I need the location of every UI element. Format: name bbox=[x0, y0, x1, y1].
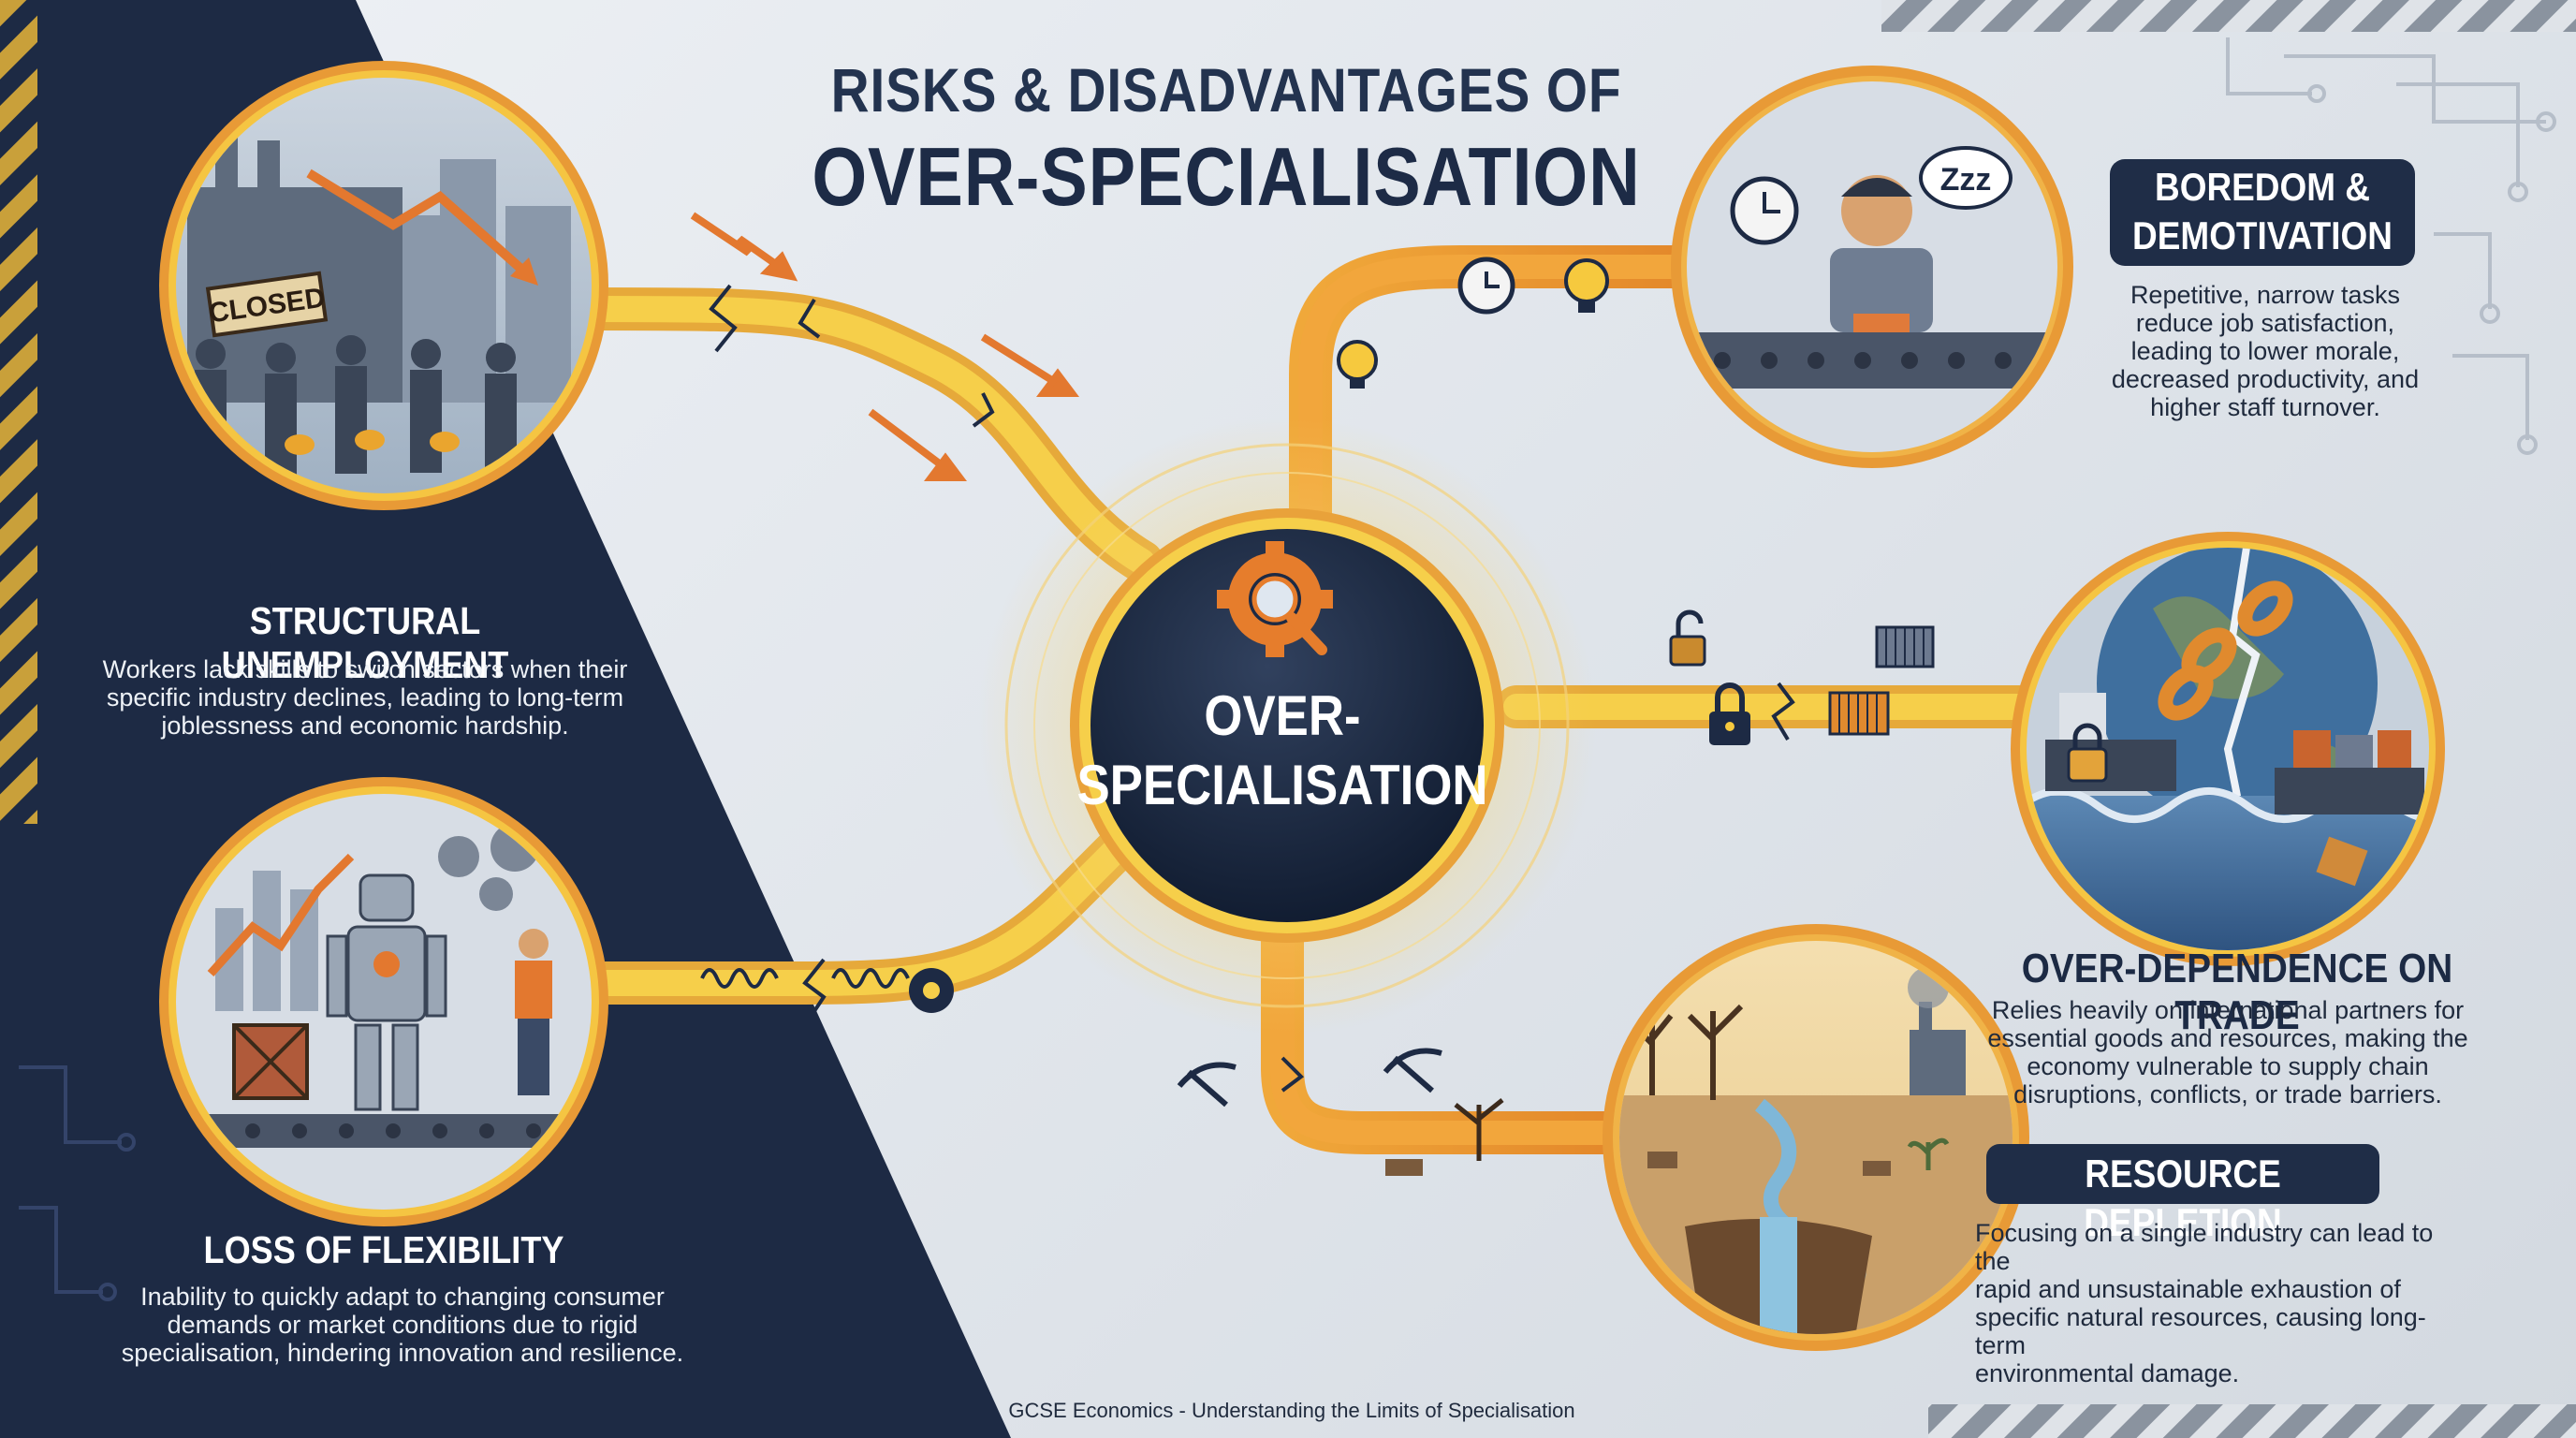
boredom-description: Repetitive, narrow tasks reduce job sati… bbox=[2087, 281, 2443, 421]
trade-dependence-illustration bbox=[2011, 532, 2445, 966]
over-dependence-heading: OVER-DEPENDENCE ON TRADE bbox=[2021, 946, 2453, 1038]
dead-tree-icon bbox=[1385, 1098, 1504, 1176]
shipping-container-icon bbox=[1875, 625, 1935, 668]
description-line: Repetitive, narrow tasks bbox=[2130, 281, 2401, 309]
description-line: Relies heavily on international partners… bbox=[1991, 996, 2465, 1024]
description-line: economy vulnerable to supply chain bbox=[2027, 1052, 2429, 1080]
gear-icon bbox=[909, 968, 954, 1013]
pipe-cracks bbox=[709, 284, 1795, 1093]
center-node-label: OVER- SPECIALISATION bbox=[1060, 682, 1504, 820]
trend-arrows bbox=[690, 212, 1079, 481]
center-label-line-2: SPECIALISATION bbox=[1076, 754, 1488, 816]
shipping-container-icon bbox=[1828, 691, 1890, 736]
pickaxe-icon bbox=[1177, 1048, 1442, 1108]
center-label-line-1: OVER- bbox=[1204, 684, 1361, 747]
circuit-lines-left bbox=[19, 1065, 136, 1301]
resource-depletion-illustration bbox=[1603, 924, 2029, 1351]
resource-depletion-description: Focusing on a single industry can lead t… bbox=[1975, 1219, 2462, 1387]
description-line: joblessness and economic hardship. bbox=[161, 712, 569, 740]
over-dependence-description: Relies heavily on international partners… bbox=[1956, 996, 2499, 1108]
boredom-heading-pill bbox=[2110, 159, 2415, 266]
spring-icon bbox=[700, 968, 910, 989]
lightbulb-icon bbox=[1337, 340, 1378, 389]
broken-chain-icon bbox=[2158, 580, 2293, 721]
lightbulb-icon bbox=[1564, 258, 1609, 313]
description-line: specific natural resources, causing long… bbox=[1975, 1303, 2426, 1359]
hazard-stripe-bottom-right bbox=[1928, 1404, 2576, 1438]
circuit-lines-right bbox=[2226, 37, 2556, 455]
resource-depletion-heading-pill bbox=[1986, 1144, 2379, 1204]
worker-figure bbox=[515, 929, 552, 1095]
resource-depletion-heading: RESOURCE DEPLETION bbox=[2084, 1152, 2282, 1244]
boredom-heading-line-1: BOREDOM & bbox=[2155, 165, 2370, 209]
description-line: Inability to quickly adapt to changing c… bbox=[140, 1283, 665, 1311]
hazard-stripe-top-right bbox=[1881, 0, 2576, 32]
gear-search-icon bbox=[1217, 541, 1333, 657]
hazard-stripe-left bbox=[0, 0, 37, 824]
boredom-heading-line-2: DEMOTIVATION bbox=[2132, 213, 2393, 257]
description-line: demands or market conditions due to rigi… bbox=[167, 1311, 638, 1339]
description-line: reduce job satisfaction, bbox=[2135, 309, 2395, 337]
footer-caption: GCSE Economics - Understanding the Limit… bbox=[1008, 1399, 1575, 1422]
structural-unemployment-heading: STRUCTURAL UNEMPLOYMENT bbox=[221, 599, 509, 686]
boredom-illustration: Zzz bbox=[1671, 66, 2073, 468]
description-line: disruptions, conflicts, or trade barrier… bbox=[2013, 1080, 2442, 1108]
loss-of-flexibility-heading: LOSS OF FLEXIBILITY bbox=[203, 1228, 564, 1271]
clock-icon bbox=[1457, 257, 1515, 315]
center-node bbox=[978, 417, 1596, 1034]
description-line: decreased productivity, and bbox=[2111, 365, 2420, 393]
description-line: Focusing on a single industry can lead t… bbox=[1975, 1219, 2434, 1275]
description-line: specific industry declines, leading to l… bbox=[106, 683, 624, 712]
description-line: rapid and unsustainable exhaustion of bbox=[1975, 1275, 2401, 1303]
page-title-line-2: OVER-SPECIALISATION bbox=[812, 130, 1641, 223]
description-line: Workers lack skills to switch sectors wh… bbox=[102, 655, 628, 683]
description-line: specialisation, hindering innovation and… bbox=[121, 1339, 684, 1367]
padlock-icon bbox=[1709, 682, 1750, 745]
description-line: environmental damage. bbox=[1975, 1359, 2240, 1387]
boredom-heading: BOREDOM & DEMOTIVATION bbox=[2110, 163, 2415, 260]
description-line: higher staff turnover. bbox=[2150, 393, 2380, 421]
unlocked-padlock-icon bbox=[1669, 609, 1706, 667]
structural-unemployment-description: Workers lack skills to switch sectors wh… bbox=[56, 655, 674, 740]
page-title-line-1: RISKS & DISADVANTAGES OF bbox=[830, 55, 1622, 125]
description-line: essential goods and resources, making th… bbox=[1987, 1024, 2468, 1052]
structural-unemployment-illustration: CLOSED bbox=[159, 61, 608, 510]
loss-of-flexibility-description: Inability to quickly adapt to changing c… bbox=[84, 1283, 721, 1367]
sleep-bubble-text: Zzz bbox=[1940, 162, 1992, 198]
loss-of-flexibility-illustration bbox=[159, 777, 608, 1226]
description-line: leading to lower morale, bbox=[2130, 337, 2400, 365]
